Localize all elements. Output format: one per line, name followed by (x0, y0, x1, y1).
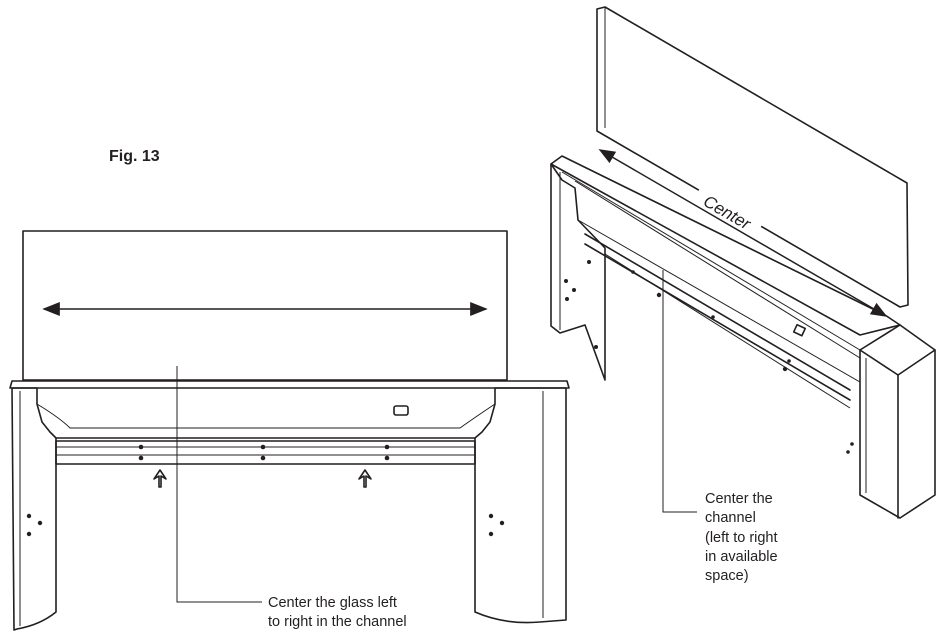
iso-callout-line5: space) (705, 568, 749, 584)
slot (393, 405, 409, 416)
glass-panel (22, 230, 508, 381)
iso-callout-leader (662, 270, 697, 513)
iso-glass-panel (596, 6, 909, 308)
callout-glass-line2: to right in the channel (268, 614, 407, 630)
callout-leader (176, 366, 262, 603)
iso-callout-line4: in available (705, 549, 778, 565)
up-arrow-icon (358, 469, 372, 488)
right-end-cap (474, 387, 567, 624)
iso-callout-line1: Center the (705, 491, 773, 507)
iso-callout-line2: channel (705, 510, 756, 526)
up-arrow-icon (153, 469, 167, 488)
figure-label: Fig. 13 (109, 148, 160, 165)
iso-right-cap (859, 324, 936, 519)
iso-center-arrow (598, 149, 888, 317)
channel (55, 440, 476, 465)
iso-view (550, 6, 936, 519)
iso-callout-line3: (left to right (705, 530, 778, 546)
top-rail (9, 380, 570, 389)
front-view (9, 230, 570, 631)
callout-glass-line1: Center the glass left (268, 595, 397, 611)
left-end-cap (11, 387, 57, 631)
